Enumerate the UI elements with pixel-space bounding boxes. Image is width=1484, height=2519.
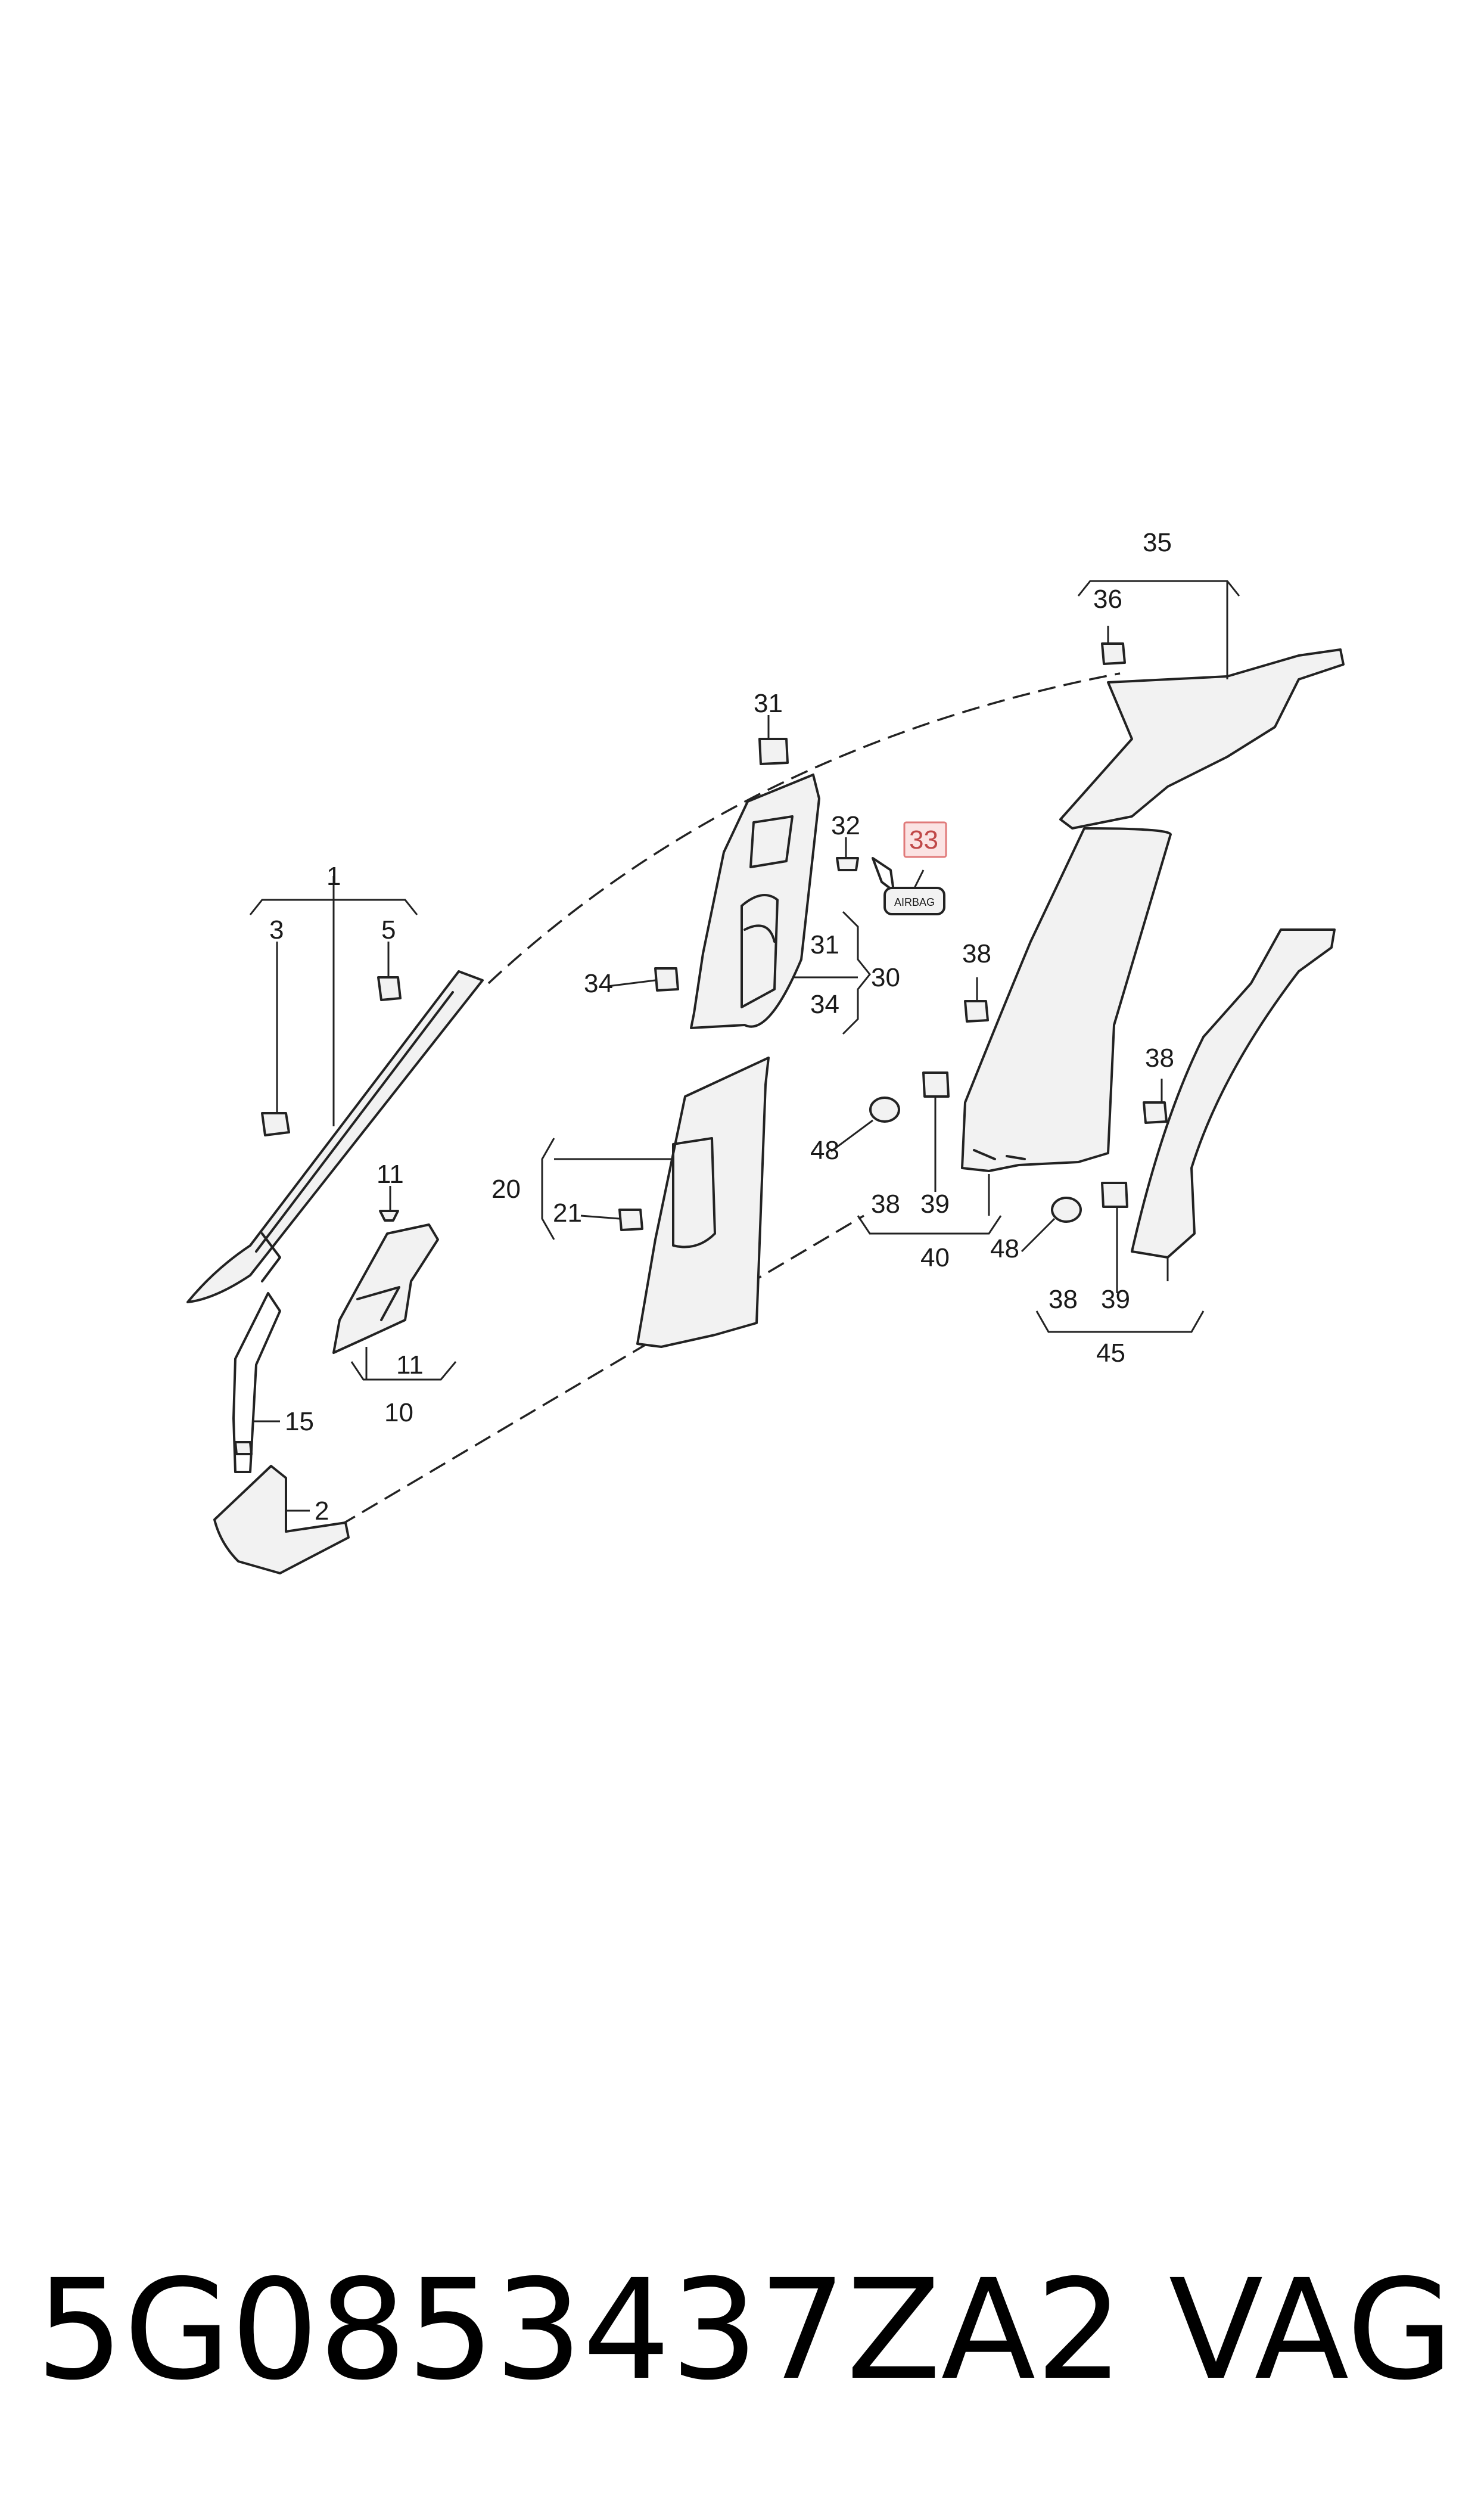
nut-48-d	[1051, 1197, 1082, 1223]
belt-guide-10	[332, 1223, 439, 1354]
callout-31-mid: 31	[810, 930, 839, 959]
callout-32: 32	[831, 811, 860, 840]
c-pillar-trim-40	[961, 827, 1172, 1172]
bracket-15	[232, 1292, 281, 1473]
callout-10: 10	[384, 1398, 413, 1427]
d-pillar-trim-45	[1131, 928, 1336, 1259]
footer-caption: 5G0853437ZA2 VAG	[36, 2253, 1454, 2408]
callout-20: 20	[491, 1175, 521, 1204]
callout-48-d: 48	[990, 1234, 1019, 1263]
b-pillar-lower-trim	[636, 1057, 770, 1348]
callout-11-top: 11	[377, 1160, 404, 1189]
brand-name: VAG	[1168, 2250, 1454, 2411]
callout-31-top: 31	[754, 689, 783, 718]
clip-38-c	[964, 1000, 989, 1023]
callout-33: 33	[909, 825, 938, 855]
clip-3	[261, 1112, 290, 1136]
callout-5: 5	[381, 915, 396, 945]
sill-trim-2	[213, 1465, 350, 1574]
callout-21: 21	[553, 1198, 582, 1228]
callout-38-c-top: 38	[962, 939, 991, 968]
callout-38-c-bottom: 38	[871, 1189, 900, 1219]
clip-39-d	[1101, 1182, 1128, 1208]
callout-40: 40	[920, 1243, 950, 1272]
callout-39-d: 39	[1101, 1285, 1130, 1314]
part-number: 5G0853437ZA2	[36, 2250, 1124, 2411]
callout-2: 2	[315, 1496, 329, 1526]
callout-35: 35	[1143, 528, 1172, 557]
callout-38-d-top: 38	[1145, 1043, 1174, 1073]
clip-34	[654, 967, 679, 992]
clip-38-d	[1143, 1101, 1168, 1124]
clip-31	[758, 738, 789, 765]
clip-36	[1101, 642, 1126, 665]
callout-15: 15	[285, 1407, 314, 1436]
callout-1: 1	[326, 862, 341, 891]
roofline-dashed	[487, 672, 1121, 984]
callout-36: 36	[1093, 585, 1122, 614]
callout-45: 45	[1096, 1338, 1125, 1368]
leader-lines	[249, 580, 1240, 1512]
sill-dashed	[339, 1215, 864, 1527]
upper-rear-trim-35	[1059, 648, 1345, 830]
callout-34-mid: 34	[810, 990, 839, 1019]
airbag-badge-text: AIRBAG	[894, 896, 935, 908]
clip-5	[377, 976, 402, 1001]
callout-38-d-bottom: 38	[1049, 1285, 1078, 1314]
nut-48-c	[869, 1097, 900, 1123]
clip-15	[234, 1441, 253, 1455]
screw-11	[379, 1210, 399, 1222]
b-pillar-upper-trim	[690, 774, 820, 1029]
callout-30: 30	[871, 963, 900, 992]
callout-11-bottom: 11	[396, 1350, 424, 1380]
callout-labels: 1 2 3 5 10 11 11 15 20 21 30 31 31 32 33…	[269, 528, 1174, 1526]
airbag-badge-33: AIRBAG	[872, 857, 945, 915]
callout-48-c: 48	[810, 1136, 839, 1165]
callout-3: 3	[269, 915, 284, 945]
callout-33-highlight	[903, 821, 947, 858]
clip-21	[618, 1209, 643, 1231]
a-pillar-trim	[186, 970, 484, 1303]
screw-32	[836, 857, 859, 871]
callout-39-c: 39	[920, 1189, 950, 1219]
clip-39-c	[922, 1071, 950, 1098]
callout-34-left: 34	[584, 969, 613, 998]
